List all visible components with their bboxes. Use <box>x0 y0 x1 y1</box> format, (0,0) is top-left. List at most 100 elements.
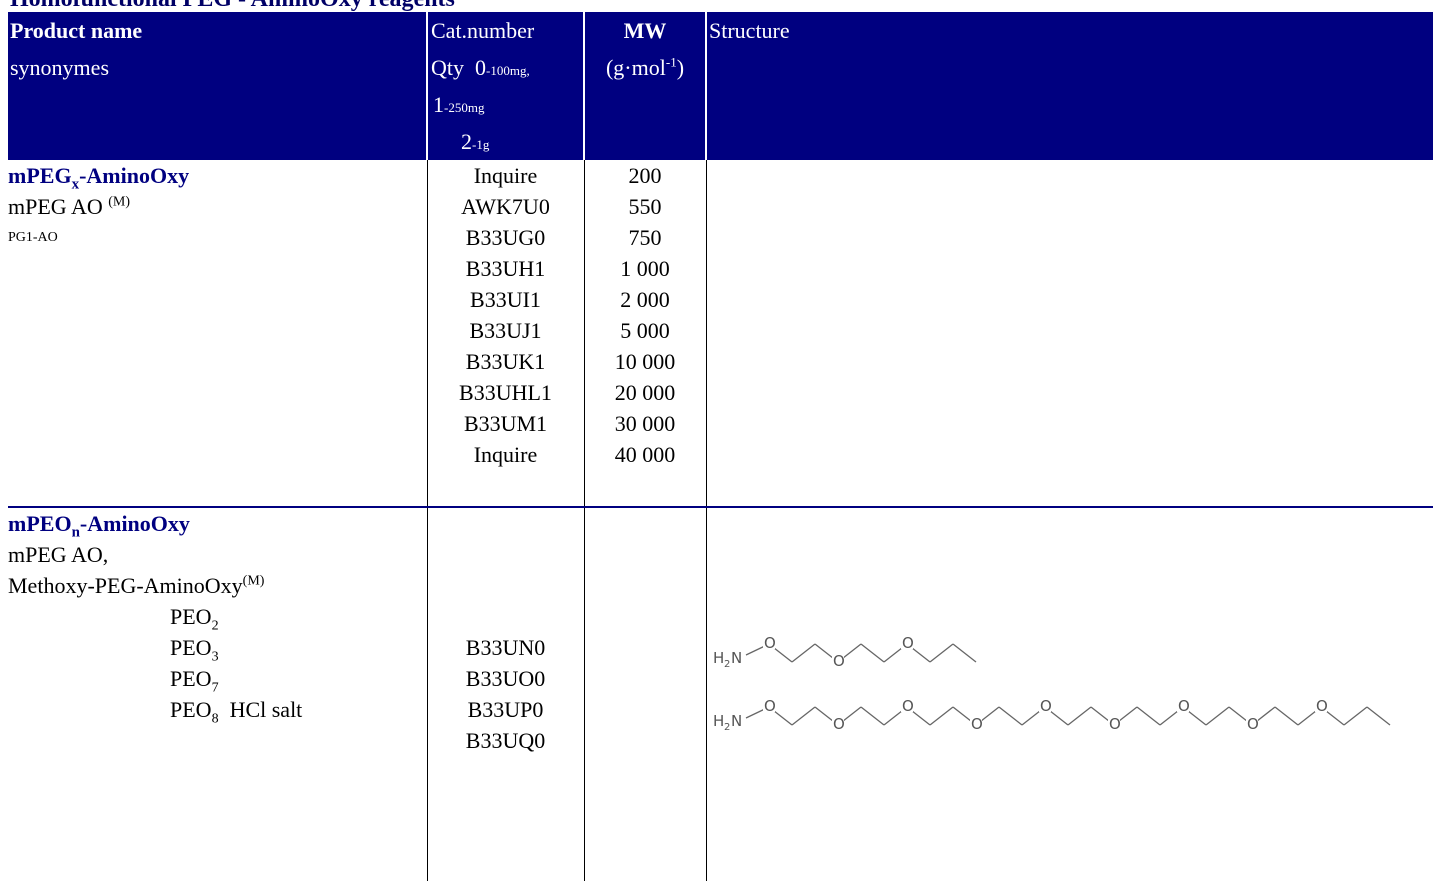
section1-product-name: mPEGx-AminoOxy <box>8 160 427 191</box>
header-qty-1: 1-250mg <box>431 86 583 123</box>
header-qty-0: Qty 0-100mg, <box>431 49 583 86</box>
bond-line <box>999 707 1022 725</box>
section2-synonym-1: mPEG AO, <box>8 539 427 570</box>
bond-line <box>1367 707 1390 725</box>
peo-item-sub: 8 <box>212 711 219 726</box>
cat-number: Inquire <box>428 160 584 191</box>
page: Homofunctional PEG - AminoOxy reagents P… <box>0 0 1433 778</box>
cat-number: B33UQ0 <box>428 725 584 756</box>
oxygen-label: O <box>833 652 845 670</box>
section1-structure-cell <box>706 160 1433 507</box>
amine-sub-label: 2 <box>724 659 730 670</box>
molecular-weight: 20 000 <box>585 377 706 408</box>
bond-line <box>1206 707 1229 725</box>
oxygen-label: O <box>1316 697 1328 715</box>
oxygen-label: O <box>764 634 776 652</box>
table-header-row: Product name synonymes Cat.number Qty 0-… <box>8 12 1433 160</box>
header-qty-0-num: 0 <box>475 55 486 80</box>
molecular-weight: 2 000 <box>585 284 706 315</box>
header-mw-column: MW (g·mol-1) <box>584 12 706 160</box>
molecular-weight: 550 <box>585 191 706 222</box>
molecular-weight: 5 000 <box>585 315 706 346</box>
header-qty-2-num: 2 <box>461 129 472 154</box>
amine-h-label: H <box>713 712 724 730</box>
molecular-weight: 10 000 <box>585 346 706 377</box>
header-cat-number: Cat.number <box>431 12 583 49</box>
section1-name-sub: x <box>72 176 80 192</box>
amine-n-label: N <box>731 649 742 667</box>
cat-number: B33UH1 <box>428 253 584 284</box>
section1-name-post: -AminoOxy <box>79 163 189 188</box>
cat-number: B33UJ1 <box>428 315 584 346</box>
section2-syn2-text: Methoxy-PEG-AminoOxy <box>8 573 243 598</box>
header-product-name: Product name <box>10 12 426 49</box>
bond-line <box>792 707 815 725</box>
oxygen-label: O <box>1109 715 1121 733</box>
peo-item-base: PEO <box>170 697 212 722</box>
oxygen-label: O <box>1178 697 1190 715</box>
oxygen-label: O <box>971 715 983 733</box>
bond-line <box>861 644 884 662</box>
header-product-column: Product name synonymes <box>8 12 427 160</box>
header-synonymes: synonymes <box>10 49 426 86</box>
header-qty-1-unit: -250mg <box>444 100 484 115</box>
peo-item-name: PEO3 <box>8 632 427 663</box>
bond-line <box>1344 707 1367 725</box>
header-qty-1-num: 1 <box>433 92 444 117</box>
section-mpeon: mPEOn-AminoOxy mPEG AO, Methoxy-PEG-Amin… <box>8 507 1433 881</box>
bond-line <box>1137 707 1160 725</box>
bond-line <box>1068 707 1091 725</box>
header-mw-unit-pre: (g·mol <box>606 55 666 80</box>
cat-number: Inquire <box>428 439 584 470</box>
amine-sub-label: 2 <box>724 722 730 733</box>
header-qty-0-unit: -100mg, <box>486 63 530 78</box>
section2-mw-cell <box>584 507 706 881</box>
section2-syn2-sup: (M) <box>243 574 265 589</box>
cat-number: B33UG0 <box>428 222 584 253</box>
peo-item-base: PEO <box>170 635 212 660</box>
peo-item-name: PEO7 <box>8 663 427 694</box>
header-qty-2-unit: -1g <box>472 137 489 152</box>
reagents-table: Product name synonymes Cat.number Qty 0-… <box>8 12 1433 881</box>
peo-item-name: PEO8 HCl salt <box>8 694 427 725</box>
molecular-weight: 40 000 <box>585 439 706 470</box>
section1-synonym-1: mPEG AO (M) <box>8 191 427 222</box>
oxygen-label: O <box>833 715 845 733</box>
section2-name-pre: mPEO <box>8 511 72 536</box>
oxygen-label: O <box>764 697 776 715</box>
molecular-weight: 200 <box>585 160 706 191</box>
cat-number: B33UM1 <box>428 408 584 439</box>
cat-number: B33UN0 <box>428 632 584 663</box>
header-mw-unit: (g·mol-1) <box>585 49 705 86</box>
section2-product-name: mPEOn-AminoOxy <box>8 508 427 539</box>
section2-name-sub: n <box>72 524 80 540</box>
bond-line <box>953 644 976 662</box>
amine-h-label: H <box>713 649 724 667</box>
bond-line <box>1275 707 1298 725</box>
oxygen-label: O <box>1040 697 1052 715</box>
bond-line <box>792 644 815 662</box>
section2-synonym-2: Methoxy-PEG-AminoOxy(M) <box>8 570 427 601</box>
oxygen-label: O <box>902 634 914 652</box>
section-mpegx: mPEGx-AminoOxy mPEG AO (M) PG1-AO Inquir… <box>8 160 1433 507</box>
amine-n-label: N <box>731 712 742 730</box>
molecular-weight: 750 <box>585 222 706 253</box>
cat-number: AWK7U0 <box>428 191 584 222</box>
section1-product-cell: mPEGx-AminoOxy mPEG AO (M) PG1-AO <box>8 160 427 507</box>
peo-item-suffix: HCl salt <box>219 697 303 722</box>
section1-syn1-text: mPEG AO <box>8 194 103 219</box>
header-mw-unit-post: ) <box>677 55 684 80</box>
header-cat-column: Cat.number Qty 0-100mg, 1-250mg 2-1g <box>427 12 584 160</box>
header-qty-2: 2-1g <box>431 123 583 160</box>
header-mw: MW <box>585 12 705 49</box>
peo-item-name: PEO2 <box>8 601 427 632</box>
cat-number: B33UO0 <box>428 663 584 694</box>
bond-line <box>861 707 884 725</box>
header-mw-unit-exp: -1 <box>666 55 677 70</box>
